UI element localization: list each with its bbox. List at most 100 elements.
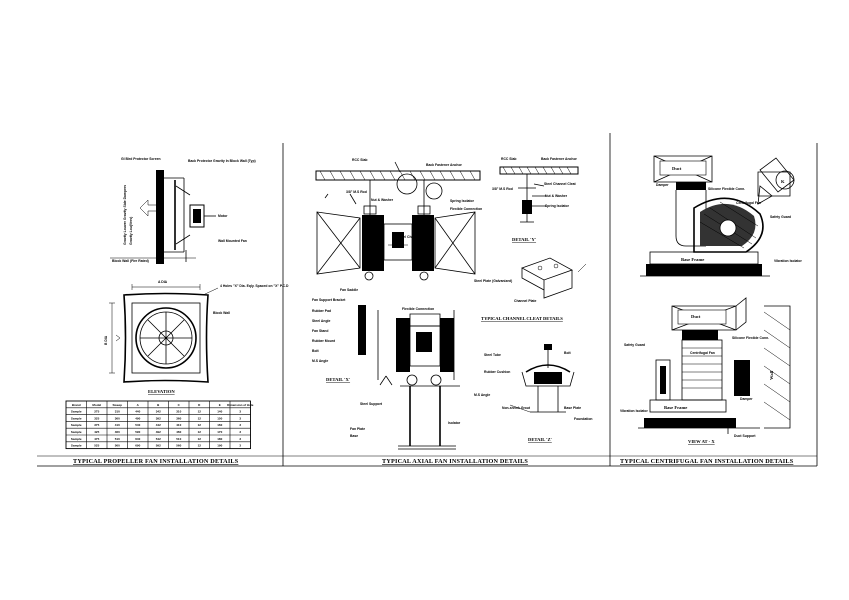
lbl-rcc-slab-2: RCC Slab <box>501 157 516 161</box>
lbl-support: Fan Support Bracket <box>312 298 346 302</box>
lbl-channel-plate: Channel Plate <box>514 299 537 303</box>
detail-z-drawing <box>509 344 575 413</box>
table-cell: 3 <box>239 437 241 441</box>
lbl-wall-mounted-fan: Wall Mounted Fan <box>218 239 247 243</box>
axial-title: TYPICAL AXIAL FAN INSTALLATION DETAILS <box>382 458 528 465</box>
centrifugal-top-assembly <box>640 155 795 277</box>
detail-y-title: DETAIL 'Y' <box>512 237 536 242</box>
table-cell: 590 <box>135 430 140 434</box>
lbl-flex-conn: Silicone Flexible Conn. <box>708 187 745 191</box>
table-cell: 492 <box>156 430 161 434</box>
lbl-grout: Non-shrink Grout <box>502 406 531 410</box>
k-label: K <box>781 179 785 184</box>
table-cell: Sample <box>71 416 82 420</box>
lbl-gravity-louvers: Gravity Lou(Vers) <box>129 217 133 245</box>
table-cell: 150 <box>217 416 222 420</box>
detail-z-title: DETAIL 'Z' <box>528 437 552 442</box>
lbl-rod: 3/8" M.S Rod <box>346 190 367 194</box>
table-cell: 180 <box>217 437 222 441</box>
axial-fan-assembly <box>316 180 476 281</box>
base-frame-label: Base Frame <box>681 257 704 262</box>
propeller-fan-panel: GI Bird Protector Screen Back Protector … <box>65 157 289 465</box>
lbl-dim-a: A DIA <box>158 280 168 284</box>
table-cell: 375 <box>94 423 99 427</box>
table-cell: 3 <box>239 444 241 448</box>
table-cell: 690 <box>135 444 140 448</box>
lbl-channel: Steel Channel <box>398 235 420 239</box>
channel-cleat-title: TYPICAL CHANNEL CLEAT DETAILS <box>481 316 563 321</box>
duct-label-2: Duct <box>691 314 701 319</box>
elevation-label: ELEVATION <box>148 389 175 394</box>
lbl-nut-2: Nut & Washer <box>545 194 568 198</box>
table-cell: 12 <box>198 444 202 448</box>
lbl-fan-plate: Fan Plate <box>350 427 365 431</box>
axial-fan-panel: RCC Slab Back Fastener Anchor 3/8" M.S R… <box>312 157 592 465</box>
table-cell: 12 <box>198 437 202 441</box>
table-cell: 3 <box>239 430 241 434</box>
table-header-cell: B <box>157 403 160 407</box>
centrifugal-title: TYPICAL CENTRIFUGAL FAN INSTALLATION DET… <box>620 458 794 465</box>
lbl-damper-2: Damper <box>740 397 753 401</box>
lbl-isolator: Isolator <box>448 421 461 425</box>
table-cell: 410 <box>176 423 181 427</box>
lbl-base: Base <box>350 434 358 438</box>
lbl-flex-conn-2: Silicone Flexible Conn. <box>732 336 769 340</box>
lbl-safety-guard: Safety Guard <box>770 215 791 219</box>
table-cell: 542 <box>156 437 161 441</box>
table-cell: 360 <box>176 416 181 420</box>
wall-label: Wall <box>769 370 774 380</box>
table-cell: Sample <box>71 437 82 441</box>
lbl-block-wall-2: Block Wall <box>213 311 230 315</box>
lbl-foundation: Foundation <box>574 417 592 421</box>
lbl-centrifugal-fan: Centrifugal Fan <box>736 201 761 205</box>
table-cell: 510 <box>115 437 120 441</box>
table-header-cell: E <box>219 403 221 407</box>
lbl-angle-2: M.S Angle <box>474 393 490 397</box>
base-frame-label-2: Base Frame <box>664 405 687 410</box>
lbl-damper: Damper <box>656 183 669 187</box>
table-header-cell: C <box>178 403 181 407</box>
lbl-flex-2: Flexible Connection <box>402 307 434 311</box>
table-cell: 460 <box>176 430 181 434</box>
table-header-cell: A <box>137 403 140 407</box>
table-cell: 410 <box>115 423 120 427</box>
lbl-dim-b: B DIA <box>104 335 108 345</box>
lbl-steel-angle: Steel Angle <box>312 319 330 323</box>
table-cell: 12 <box>198 410 202 414</box>
lbl-vibration-isolator-2: Vibration Isolator <box>620 409 649 413</box>
lbl-bird-screen: GI Bird Protector Screen <box>121 157 161 161</box>
table-cell: 440 <box>135 410 140 414</box>
lbl-centrifugal-fan-2: Centrifugal Fan <box>690 351 715 355</box>
detail-x-title: DETAIL 'X' <box>326 377 350 382</box>
table-cell: 490 <box>135 416 140 420</box>
lbl-rubber-cushion: Rubber Cushion <box>484 370 510 374</box>
lbl-fan-stand: Fan Stand <box>312 329 328 333</box>
table-cell: 3 <box>239 416 241 420</box>
table-cell: 170 <box>217 430 222 434</box>
lbl-spring-2: Spring Isolator <box>545 204 570 208</box>
table-cell: Sample <box>71 423 82 427</box>
channel-cleat-drawing <box>521 257 587 299</box>
table-cell: 510 <box>176 437 181 441</box>
lbl-base-plate: Base Plate <box>564 406 581 410</box>
lbl-tube: Steel Tube <box>484 353 501 357</box>
lbl-anchor-2: Back Fastener Anchor <box>541 157 578 161</box>
duct-label: Duct <box>672 166 682 171</box>
lbl-safety-guard-2: Safety Guard <box>624 343 645 347</box>
table-cell: 460 <box>115 430 120 434</box>
lbl-rod-2: 3/8" M.S Rod <box>492 187 513 191</box>
table-cell: 310 <box>176 410 181 414</box>
table-cell: 160 <box>217 423 222 427</box>
lbl-steel-support: Steel Support <box>360 402 383 406</box>
table-cell: 425 <box>94 430 99 434</box>
table-cell: Sample <box>71 430 82 434</box>
table-cell: 475 <box>94 437 99 441</box>
lbl-block-wall: Block Wall (Fire Rated) <box>112 259 149 263</box>
table-cell: 12 <box>198 430 202 434</box>
table-cell: 3 <box>239 423 241 427</box>
view-at-x-title: VIEW AT - X <box>688 439 715 444</box>
lbl-bolt: Bolt <box>312 349 319 353</box>
lbl-vibration-isolator: Vibration Isolator <box>774 259 803 263</box>
propeller-side-section <box>110 170 216 264</box>
